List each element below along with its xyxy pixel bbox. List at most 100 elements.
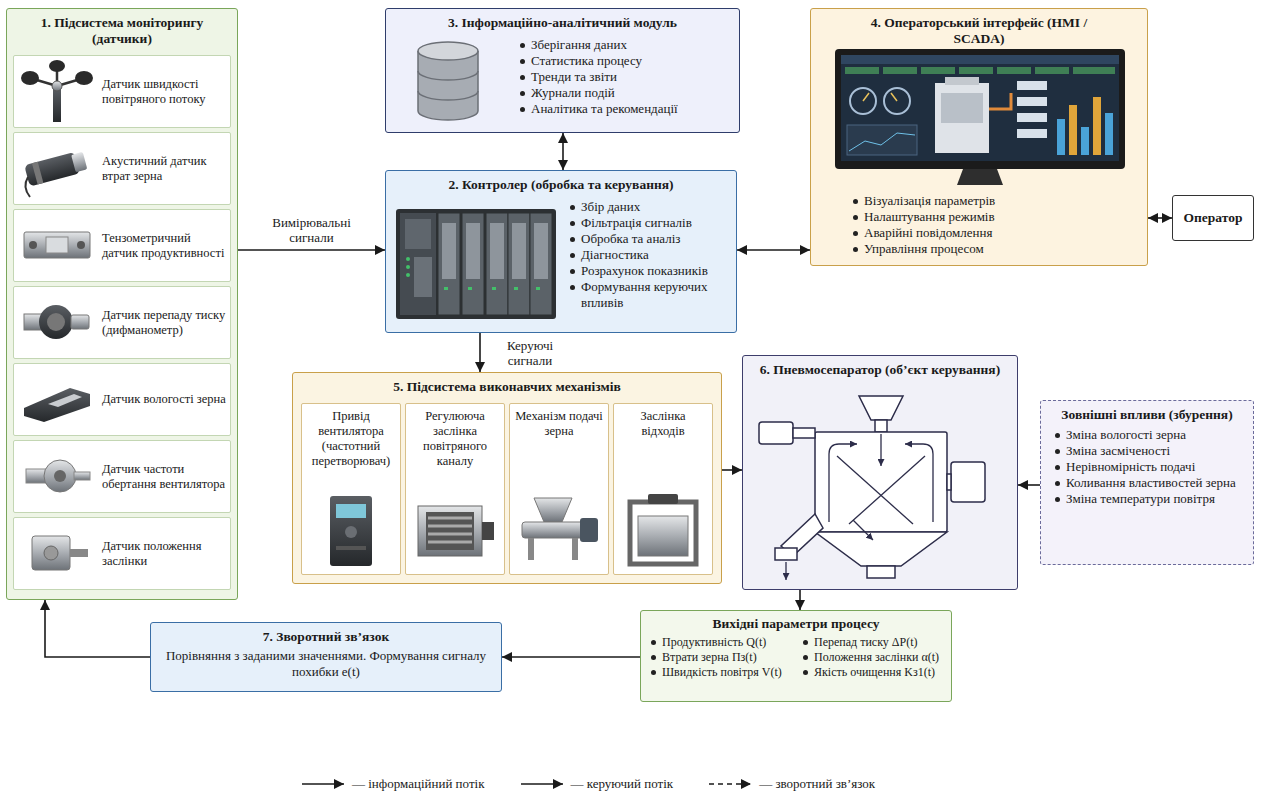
bullet-item: Журнали подій — [518, 85, 731, 101]
box-label: Оператор — [1184, 210, 1243, 226]
plc-image-part — [486, 213, 508, 315]
drive-image-part — [336, 546, 366, 550]
plc-image-part — [444, 287, 448, 290]
plc-image-part — [406, 257, 410, 261]
waste-gate-image-part — [630, 502, 696, 564]
separator-drawing-part — [837, 456, 913, 524]
flow-arrow — [1148, 217, 1172, 219]
legend-text: — зворотний зв’язок — [759, 776, 875, 792]
monitor-image-part — [997, 67, 1031, 74]
plc-image-part — [396, 209, 556, 319]
edge-label-patch: Керуючі сигнали — [488, 338, 572, 368]
legend-item: — інформаційний потік — [300, 776, 485, 792]
plc-image-part — [466, 223, 480, 279]
legend: — інформаційний потік — керуючий потік — з… — [300, 776, 875, 792]
pressure-sensor-icon-part — [39, 305, 73, 339]
waste-gate-image-part — [648, 494, 678, 504]
monitor-image-part — [1057, 113, 1113, 155]
legend-sample — [300, 778, 348, 790]
text-body: Продуктивність Q(t)Втрати зерна Пз(t)Шви… — [649, 635, 943, 680]
plc-image-part — [414, 257, 432, 297]
sensor-label: Датчик перепаду тиску (дифманометр) — [102, 308, 226, 338]
legend-line — [521, 783, 563, 785]
database-icon-part — [418, 71, 478, 100]
plc-image-part — [438, 213, 460, 315]
acoustic-sensor-icon — [18, 135, 96, 201]
position-sensor-icon-part — [44, 546, 58, 560]
monitor-image-part — [1073, 67, 1115, 74]
plc-image-part — [534, 223, 548, 279]
parameter-item: Якість очищення Kз1(t) — [801, 665, 943, 680]
box-heading: 3. Інформаційно-аналітичний модуль — [394, 15, 731, 31]
plc-image-part — [444, 287, 540, 290]
plc-image-part — [508, 213, 530, 315]
plc-image-part — [492, 287, 496, 290]
bullet-item: Тренди та звіти — [518, 69, 731, 85]
flow-arrow — [722, 469, 742, 471]
legend-line — [302, 783, 344, 785]
subsystem-panel: 5. Підсистема виконавчих механізмів Прив… — [292, 372, 722, 584]
database-icon-part — [418, 51, 478, 120]
drive-image-part — [345, 526, 357, 538]
separator-drawing-part — [759, 396, 985, 578]
monitor-image-part — [1069, 105, 1077, 155]
acoustic-sensor-icon-part — [32, 162, 43, 185]
monitor-image — [835, 49, 1125, 187]
plc-image-part — [490, 223, 504, 279]
separator-drawing-part — [815, 432, 947, 532]
sensor-row: Датчик частоти обертання вентилятора — [13, 440, 231, 513]
bullet-item: Зміна вологості зерна — [1053, 427, 1245, 443]
monitor-image-part — [1017, 81, 1047, 138]
plc-image-part — [405, 219, 431, 249]
separator-drawing-part — [793, 428, 815, 438]
disturbance-box: Зовнішні впливи (збурення)Зміна вологост… — [1040, 400, 1254, 565]
legend-item: — керуючий потік — [519, 776, 674, 792]
bullet-item: Формування керуючих впливів — [568, 279, 728, 311]
feeder-image-part — [534, 498, 572, 522]
plc-image — [396, 201, 556, 325]
acoustic-sensor-icon-part — [24, 150, 88, 187]
sensor-label: Датчик положення заслінки — [102, 539, 226, 569]
sensor-row: Акустичний датчик втрат зерна — [13, 132, 231, 205]
plc-image-part — [514, 287, 518, 290]
anemometer-icon-part — [49, 60, 65, 72]
bullet-item: Аналітика та рекомендації — [518, 101, 731, 117]
actuator-label: Регулююча заслінка повітряного каналу — [410, 409, 500, 469]
legend-sample — [519, 778, 567, 790]
separator-drawing-part — [867, 566, 895, 578]
flow-arrow — [479, 333, 481, 372]
actuator-label: Привід вентилятора (частотний перетворюв… — [306, 409, 396, 469]
acoustic-sensor-icon-part — [25, 177, 30, 197]
actuator-cell: Заслінка відходів — [613, 403, 713, 575]
monitor-image-part — [941, 93, 983, 123]
pressure-sensor-icon-part — [71, 315, 89, 329]
separator-drawing-part — [875, 420, 887, 432]
actuator-label: Заслінка відходів — [618, 409, 708, 439]
sensor-row: Датчик перепаду тиску (дифманометр) — [13, 286, 231, 359]
sensor-label: Акустичний датчик втрат зерна — [102, 154, 226, 184]
legend-item: — зворотний зв’язок — [707, 776, 875, 792]
panel-heading: 5. Підсистема виконавчих механізмів — [299, 379, 715, 395]
anemometer-icon-part — [75, 71, 93, 85]
feedback-box: 7. Зворотний зв’язокПорівняння з заданим… — [150, 622, 502, 692]
parameter-item: Перепад тиску ΔP(t) — [801, 635, 943, 650]
parameter-item: Положення заслінки α(t) — [801, 650, 943, 665]
monitor-image-part — [1017, 113, 1047, 122]
monitor-image-part — [1017, 129, 1047, 138]
separator-drawing-part — [853, 520, 873, 540]
box-heading: Вихідні параметри процесу — [649, 616, 943, 632]
damper-image-part — [426, 512, 474, 550]
flow-arrow — [737, 249, 810, 251]
moisture-sensor-icon-part — [48, 394, 82, 407]
plc-image-part — [530, 213, 552, 315]
output-box: Вихідні параметри процесуПродуктивність … — [640, 610, 952, 702]
plc-image-part — [536, 287, 540, 290]
module-box: 3. Інформаційно-аналітичний модульЗберіг… — [385, 8, 740, 133]
panel-heading: 6. Пневмосепаратор (об’єкт керування) — [749, 362, 1011, 378]
monitor-image-part — [883, 67, 917, 74]
monitor-image-part — [845, 67, 879, 74]
bullet-item: Візуалізація параметрів — [851, 193, 1139, 209]
sensor-label: Датчик вологості зерна — [102, 392, 226, 407]
